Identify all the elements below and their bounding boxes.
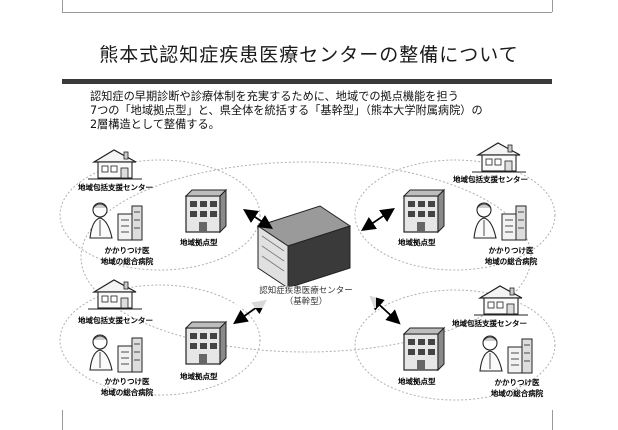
frame-line [62,0,63,12]
community-center-label: 地域包括支援センター [78,316,153,325]
region-loop [80,161,532,353]
doctor-label: かかりつけ医 地域の総合病院 [100,246,154,266]
intro-line: 認知症の早期診断や診療体制を充実するために、地域での拠点機能を担う [90,90,459,103]
doctor-hospital-icon [473,202,527,241]
regional-hub-label: 地域拠点型 [398,238,436,247]
title-rule [62,79,552,84]
region-loop [354,289,556,401]
intro-line: 7つの「地域拠点型」と、県全体を統括する「基幹型」（熊本大学附属病院）の [90,104,483,117]
arrow [369,295,401,325]
community-center-label: 地域包括支援センター [453,175,528,184]
community-center-icon [471,142,527,173]
regional-hub-icon [403,327,445,371]
doctor-hospital-icon [89,202,143,241]
regional-hub-icon [185,321,227,365]
region-loop [59,284,261,396]
doctor-label: かかりつけ医 地域の総合病院 [100,377,154,397]
core-center-label: 認知症疾患医療センター （基幹型） [236,286,376,308]
regional-hub-label: 地域拠点型 [180,372,218,381]
community-center-icon [473,285,529,316]
community-center-label: 地域包括支援センター [452,319,527,328]
doctor-hospital-icon [89,334,143,373]
region-loop [354,159,556,271]
arrow [243,209,273,229]
intro-line: 2層構造として整備する。 [90,118,220,131]
doctor-hospital-icon [479,335,533,374]
doctor-label: かかりつけ医 地域の総合病院 [484,246,538,266]
regional-hub-label: 地域拠点型 [180,238,218,247]
community-center-icon [87,149,143,180]
regional-hub-icon [403,189,445,233]
arrow [361,207,395,232]
community-center-icon [87,279,143,310]
frame-line [552,410,553,430]
frame-line [62,410,63,430]
core-hospital-icon [256,205,352,289]
doctor-label: かかりつけ医 地域の総合病院 [490,378,544,398]
frame-line [552,0,553,12]
intro-text: 認知症の早期診断や診療体制を充実するために、地域での拠点機能を担う 7つの「地域… [90,90,560,132]
regional-hub-icon [185,189,227,233]
regional-hub-label: 地域拠点型 [398,377,436,386]
page-title: 熊本式認知症疾患医療センターの整備について [99,44,519,66]
frame-line [62,12,552,13]
community-center-label: 地域包括支援センター [78,183,153,192]
